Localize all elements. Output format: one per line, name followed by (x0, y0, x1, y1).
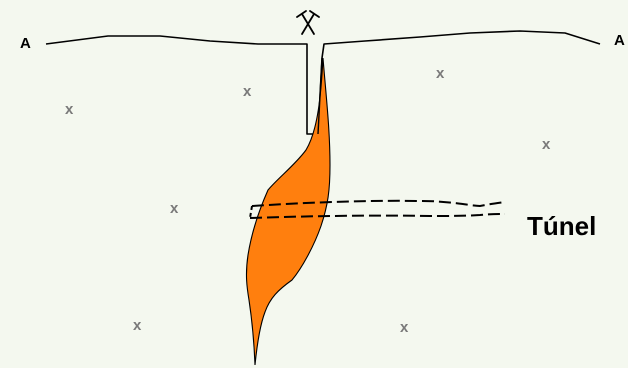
scatter-mark: x (400, 319, 409, 336)
crossed-hammers-icon (296, 10, 320, 35)
scatter-mark: x (65, 101, 74, 118)
tunnel-portal (249, 205, 253, 219)
tunnel-upper-line (251, 199, 506, 208)
section-label-left: A (20, 35, 31, 52)
scatter-mark: x (436, 65, 445, 82)
ore-body (245, 57, 331, 366)
section-label-right: A (614, 32, 625, 49)
scatter-mark: x (243, 83, 252, 100)
scatter-mark: x (170, 200, 179, 217)
tunnel-lower-line (249, 213, 506, 219)
tunnel-label: Túnel (527, 211, 597, 241)
shaft-wall (317, 57, 323, 135)
scatter-mark: x (133, 317, 142, 334)
scatter-mark: x (542, 136, 551, 153)
